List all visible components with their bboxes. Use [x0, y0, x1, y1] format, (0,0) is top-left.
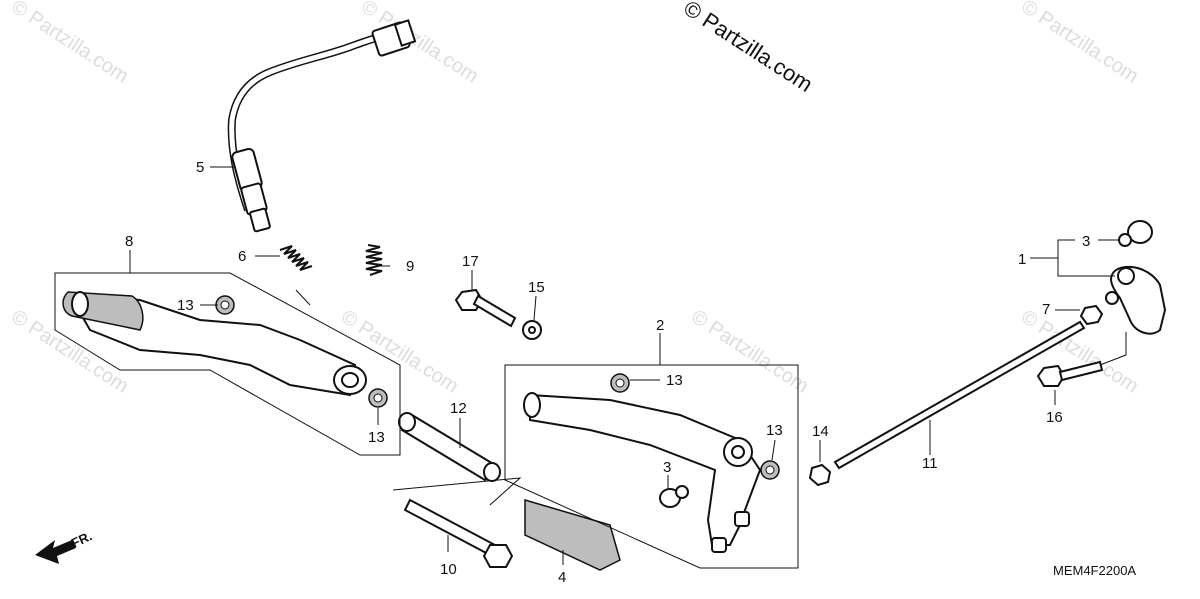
callout-13-a: 13 — [177, 297, 194, 314]
callout-2: 2 — [656, 317, 664, 334]
part-14-nut — [808, 463, 832, 487]
callouts: 1 2 3 3 4 5 6 7 8 9 10 11 12 13 13 13 13… — [125, 159, 1090, 586]
watermark: © Partzilla.com — [1017, 0, 1142, 88]
part-17-bolt — [454, 288, 517, 328]
callout-13-c: 13 — [666, 372, 683, 389]
part-6-spring — [279, 245, 313, 306]
copyright-text: © Partzilla.com — [679, 0, 817, 97]
callout-9: 9 — [406, 258, 414, 275]
callout-8: 8 — [125, 233, 133, 250]
group-boxes — [54, 272, 799, 569]
part-12-collar — [398, 412, 501, 482]
callout-5: 5 — [196, 159, 204, 176]
watermark: © Partzilla.com — [7, 0, 132, 88]
leader-lines — [129, 166, 1127, 565]
part-16-bolt — [1036, 360, 1104, 387]
diagram-code: MEM4F2200A — [1053, 563, 1136, 578]
part-9-spring — [365, 244, 383, 276]
direction-label: FR. — [69, 528, 94, 550]
callout-17: 17 — [462, 253, 479, 270]
callout-6: 6 — [238, 248, 246, 265]
part-3-top-nut — [1118, 220, 1153, 247]
callout-12: 12 — [450, 400, 467, 417]
part-3-nut — [659, 485, 689, 508]
part-1-joint — [1105, 265, 1167, 335]
callout-13-d: 13 — [766, 422, 783, 439]
callout-10: 10 — [440, 561, 457, 578]
front-direction-arrow: FR. — [35, 528, 94, 564]
watermark: © Partzilla.com — [687, 306, 812, 398]
callout-1: 1 — [1018, 251, 1026, 268]
callout-3: 3 — [663, 459, 671, 476]
part-11-rod — [833, 320, 1086, 470]
callout-16: 16 — [1046, 409, 1063, 426]
part-7-nut — [1079, 304, 1104, 326]
callout-11: 11 — [922, 455, 938, 472]
callout-14: 14 — [812, 423, 829, 440]
part-10-bolt — [403, 498, 514, 568]
callout-13-b: 13 — [368, 429, 385, 446]
washers-13 — [215, 295, 780, 480]
callout-7: 7 — [1042, 301, 1050, 318]
part-2-brake-pedal — [523, 392, 762, 553]
callout-3-top: 3 — [1082, 233, 1090, 250]
part-15-washer — [522, 320, 542, 340]
callout-15: 15 — [528, 279, 545, 296]
callout-4: 4 — [558, 569, 566, 586]
part-5-stop-switch — [227, 19, 417, 233]
part-8-shift-pedal — [62, 291, 367, 397]
